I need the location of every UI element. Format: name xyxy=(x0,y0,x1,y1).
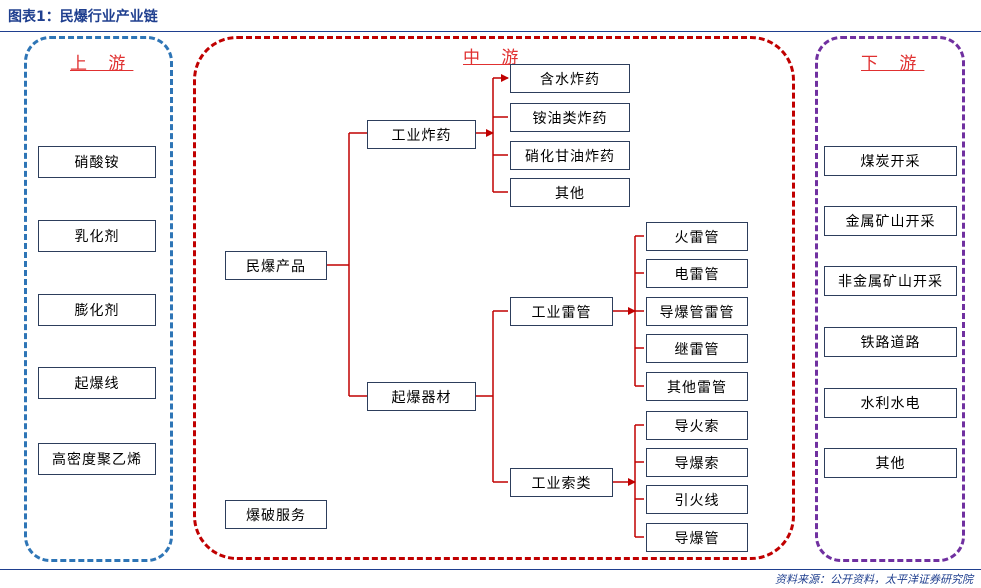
cord-type-node: 导火索 xyxy=(646,411,748,440)
upstream-item: 硝酸铵 xyxy=(38,146,156,178)
detonator-type-node: 火雷管 xyxy=(646,222,748,251)
cords-node: 工业索类 xyxy=(510,468,613,497)
detonator-type-node: 电雷管 xyxy=(646,259,748,288)
blasting-service-node: 爆破服务 xyxy=(225,500,327,529)
upstream-item: 高密度聚乙烯 xyxy=(38,443,156,475)
explosive-type-node: 硝化甘油炸药 xyxy=(510,141,630,170)
source-note: 资料来源：公开资料，太平洋证券研究院 xyxy=(775,573,973,586)
footer-divider xyxy=(0,569,981,570)
detonator-type-node: 继雷管 xyxy=(646,334,748,363)
downstream-item: 非金属矿山开采 xyxy=(824,266,957,296)
midstream-title: 中 游 xyxy=(459,43,531,68)
upstream-panel xyxy=(24,36,173,562)
industrial-explosives-node: 工业炸药 xyxy=(367,120,476,149)
midstream-panel xyxy=(193,36,795,560)
root-node: 民爆产品 xyxy=(225,251,327,280)
explosive-type-node: 其他 xyxy=(510,178,630,207)
explosive-type-node: 含水炸药 xyxy=(510,64,630,93)
detonator-type-node: 导爆管雷管 xyxy=(646,297,748,326)
title-divider xyxy=(0,31,981,32)
upstream-item: 起爆线 xyxy=(38,367,156,399)
downstream-item: 铁路道路 xyxy=(824,327,957,357)
cord-type-node: 导爆管 xyxy=(646,523,748,552)
downstream-item: 水利水电 xyxy=(824,388,957,418)
detonator-type-node: 其他雷管 xyxy=(646,372,748,401)
upstream-item: 乳化剂 xyxy=(38,220,156,252)
downstream-title: 下 游 xyxy=(857,49,929,74)
initiating-equipment-node: 起爆器材 xyxy=(367,382,476,411)
upstream-title: 上 游 xyxy=(66,49,138,74)
downstream-item: 金属矿山开采 xyxy=(824,206,957,236)
upstream-item: 膨化剂 xyxy=(38,294,156,326)
downstream-item: 煤炭开采 xyxy=(824,146,957,176)
downstream-item: 其他 xyxy=(824,448,957,478)
cord-type-node: 引火线 xyxy=(646,485,748,514)
cord-type-node: 导爆索 xyxy=(646,448,748,477)
detonators-node: 工业雷管 xyxy=(510,297,613,326)
figure-title: 图表1：民爆行业产业链 xyxy=(8,9,158,25)
explosive-type-node: 铵油类炸药 xyxy=(510,103,630,132)
downstream-panel xyxy=(815,36,965,562)
